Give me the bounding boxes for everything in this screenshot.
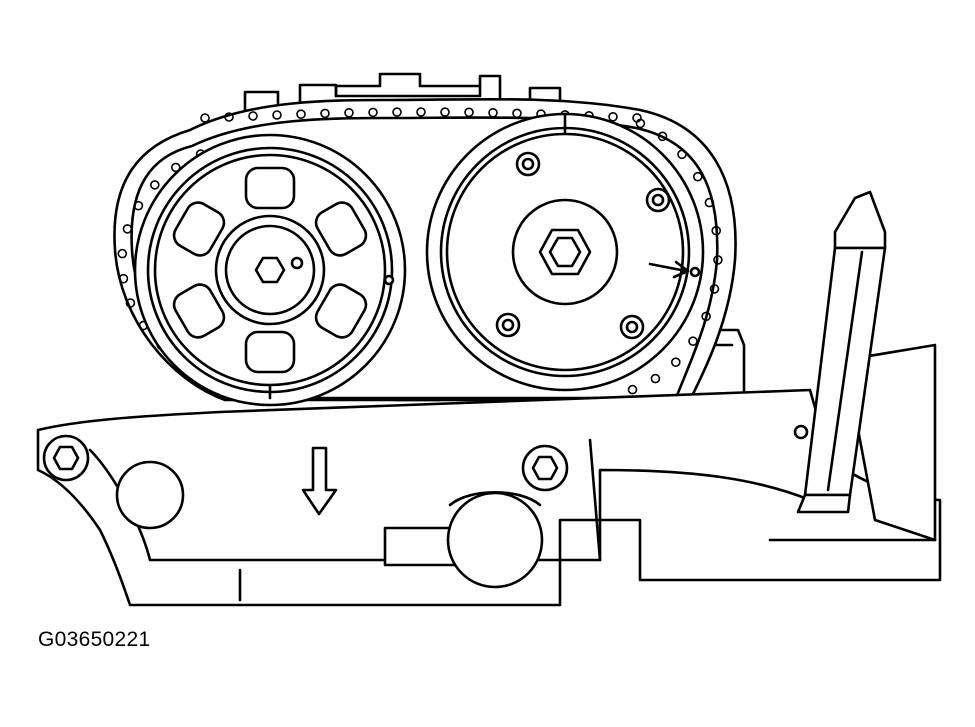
timing-mark-dot [689, 266, 701, 278]
locking-pin-tool [796, 190, 887, 514]
down-arrow-icon [301, 446, 338, 516]
right-sprocket-bolt [538, 228, 592, 276]
right-camshaft-sprocket [425, 112, 705, 392]
timing-mark-dot [383, 274, 395, 286]
oil-gallery-hole [115, 460, 185, 530]
camshaft-position-sensor [383, 491, 544, 589]
dowel-pin [290, 256, 304, 270]
head-bolt [42, 434, 90, 482]
timing-mark-arrow [648, 260, 690, 279]
head-bolt [521, 444, 569, 492]
sprocket-window-cutouts [172, 166, 368, 374]
left-sprocket-bolt [254, 256, 286, 284]
sprocket-bolt-holes [495, 151, 671, 340]
alignment-dot [793, 424, 809, 440]
figure-id-code: G03650221 [38, 628, 151, 651]
left-camshaft-sprocket [133, 133, 407, 407]
cylinder-head [36, 343, 942, 607]
